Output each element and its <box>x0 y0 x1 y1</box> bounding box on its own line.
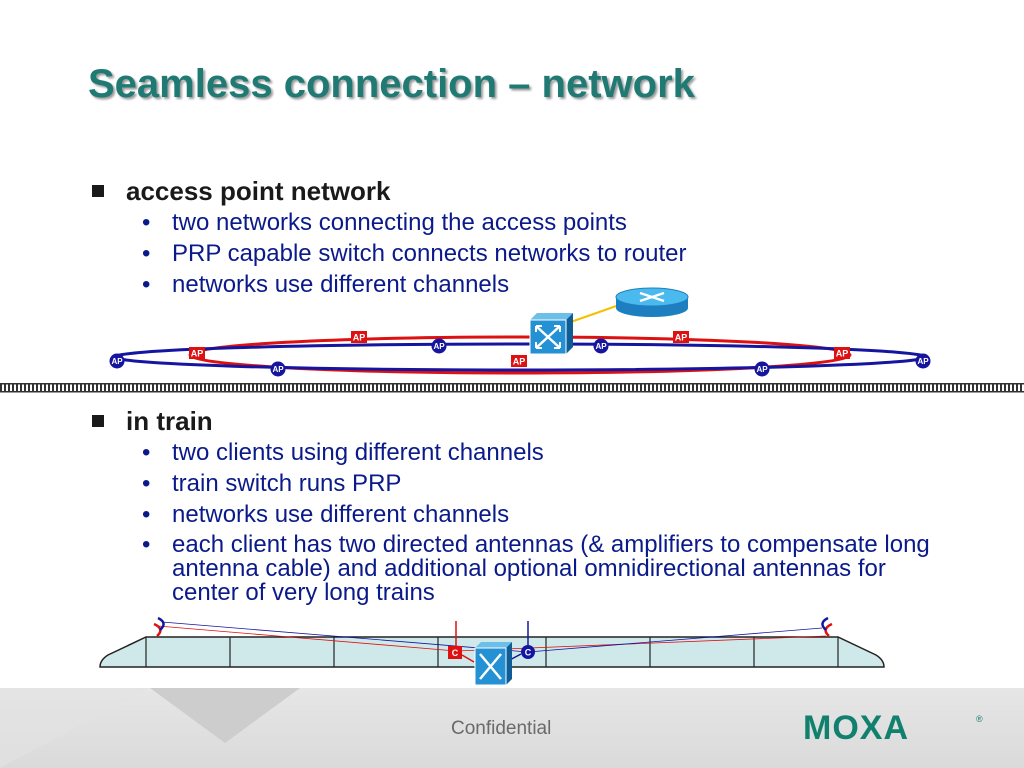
ap-node-blue: AP <box>754 361 770 377</box>
ap-label: AP <box>433 342 445 351</box>
red-antenna-cable <box>157 625 457 652</box>
ap-label: AP <box>675 333 688 343</box>
bullet-item: • each client has two directed antennas (… <box>140 533 932 605</box>
rail-ties <box>0 384 1024 392</box>
directed-antenna-icon <box>824 622 833 637</box>
ap-label: AP <box>836 349 849 359</box>
section-in-train: in train • two clients using different ch… <box>90 406 990 611</box>
ap-label: AP <box>595 342 607 351</box>
confidential-label: Confidential <box>451 718 552 739</box>
ap-node-red: AP <box>673 331 689 343</box>
ap-label: AP <box>272 365 284 374</box>
bullet-item: • train switch runs PRP <box>140 471 990 496</box>
logo-mark: ® <box>976 714 983 724</box>
car-dividers <box>145 637 839 667</box>
router-link <box>564 303 623 325</box>
bullet-item: • networks use different channels <box>140 272 990 297</box>
ap-node-red: AP <box>511 355 527 367</box>
client-red: C <box>448 646 462 659</box>
bullet-text: networks use different channels <box>172 501 510 528</box>
bullet-item: • two clients using different channels <box>140 440 990 465</box>
client-label: C <box>525 648 532 658</box>
bullet-text: two networks connecting the access point… <box>172 209 627 236</box>
client-link <box>461 654 475 663</box>
rail-line-bottom <box>0 391 1024 393</box>
bullet-list: • two clients using different channels • t… <box>140 440 990 605</box>
ap-label: AP <box>917 357 929 366</box>
footer-decoration <box>0 688 300 768</box>
bullet-dot-icon: • <box>142 209 151 236</box>
slide-title: Seamless connection – network <box>88 62 695 106</box>
bullet-list: • two networks connecting the access poin… <box>140 210 990 297</box>
ap-label: AP <box>353 333 366 343</box>
train-diagram: C C <box>99 616 885 686</box>
client-label: C <box>452 648 459 658</box>
bullet-item: • two networks connecting the access poin… <box>140 210 990 235</box>
bullet-item: • networks use different channels <box>140 502 990 527</box>
ap-label: AP <box>111 357 123 366</box>
square-bullet-icon <box>92 415 104 427</box>
directed-antenna-icon <box>821 616 829 631</box>
bullet-text: two clients using different channels <box>172 439 544 466</box>
directed-antenna-icon <box>157 616 165 631</box>
bullet-text: PRP capable switch connects networks to … <box>172 240 687 267</box>
ap-node-red: AP <box>189 347 205 359</box>
ap-node-blue: AP <box>270 361 286 377</box>
ap-node-blue: AP <box>431 338 447 354</box>
bullet-dot-icon: • <box>142 439 151 466</box>
ap-label: AP <box>191 349 204 359</box>
bullet-text: train switch runs PRP <box>172 470 402 497</box>
section-label: in train <box>126 405 213 436</box>
red-antenna-cable <box>455 635 827 652</box>
bullet-item: • PRP capable switch connects networks to… <box>140 241 990 266</box>
blue-antenna-cable <box>161 621 529 653</box>
rail-line-top <box>0 383 1024 385</box>
train-switch-icon <box>474 642 512 686</box>
moxa-logo: MOXA ® <box>803 712 983 742</box>
section-access-point-network: access point network • two networks conne… <box>90 176 990 303</box>
section-label: access point network <box>126 175 391 206</box>
bullet-dot-icon: • <box>142 531 151 558</box>
bullet-dot-icon: • <box>142 240 151 267</box>
ap-label: AP <box>756 365 768 374</box>
ap-node-blue: AP <box>593 338 609 354</box>
ap-node-red: AP <box>351 331 367 343</box>
section-heading: access point network <box>90 176 990 206</box>
router-icon <box>615 287 689 317</box>
bullet-dot-icon: • <box>142 271 151 298</box>
bullet-text: each client has two directed antennas (&… <box>172 531 930 606</box>
blue-antenna-cable <box>527 627 823 653</box>
ap-node-blue: AP <box>915 353 931 369</box>
ap-label: AP <box>513 357 526 367</box>
section-heading: in train <box>90 406 990 436</box>
bullet-text: networks use different channels <box>172 271 510 298</box>
logo-text: MOXA <box>803 712 909 742</box>
client-blue: C <box>521 645 535 659</box>
bullet-dot-icon: • <box>142 501 151 528</box>
prp-switch-icon <box>529 313 573 355</box>
square-bullet-icon <box>92 185 104 197</box>
bullet-dot-icon: • <box>142 470 151 497</box>
ap-node-blue: AP <box>109 353 125 369</box>
access-point-network-diagram: AP AP AP AP AP AP AP AP AP AP AP <box>0 287 1024 393</box>
ap-node-red: AP <box>834 347 850 359</box>
